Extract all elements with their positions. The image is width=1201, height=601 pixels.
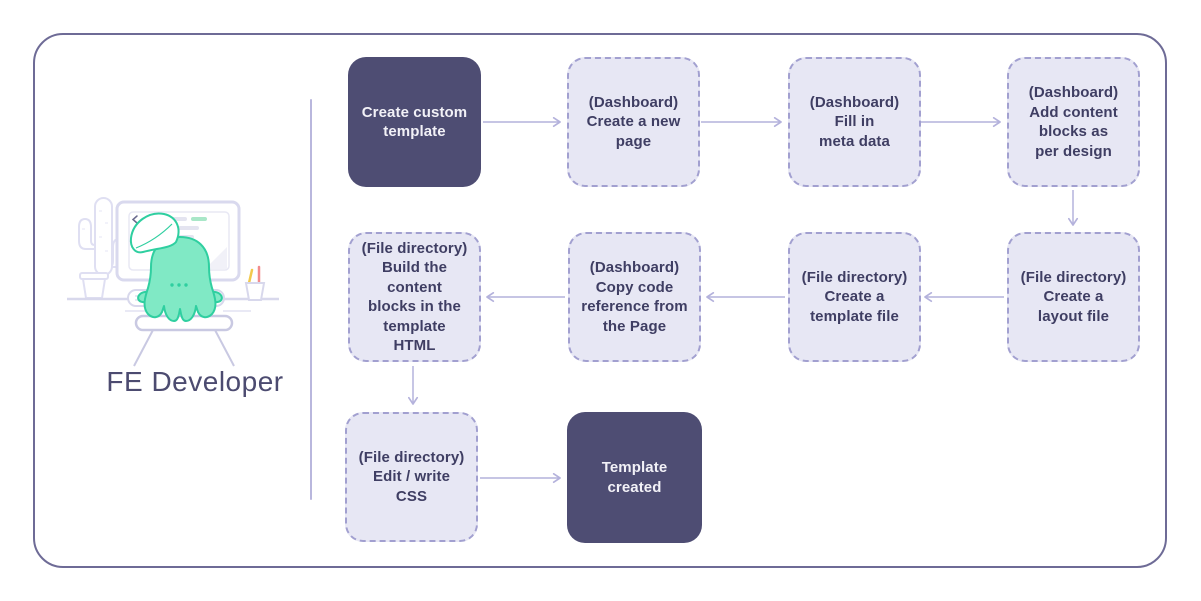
developer-illustration	[67, 197, 279, 367]
flow-node-dashboard-fill-meta-data: (Dashboard) Fill in meta data	[788, 57, 921, 187]
node-label: Template created	[601, 459, 668, 496]
flow-node-file-create-layout-file: (File directory) Create a layout file	[1007, 232, 1140, 362]
page-fold-icon	[205, 247, 227, 269]
flow-node-file-create-template-file: (File directory) Create a template file	[788, 232, 921, 362]
pen-cup-icon	[244, 265, 266, 301]
node-label: (File directory) Create a template file	[801, 268, 908, 325]
flow-node-file-edit-write-css: (File directory) Edit / write CSS	[345, 412, 478, 542]
flow-node-dashboard-add-content-blocks: (Dashboard) Add content blocks as per de…	[1007, 57, 1140, 187]
flow-node-dashboard-copy-code-reference: (Dashboard) Copy code reference from the…	[568, 232, 701, 362]
node-label: (Dashboard) Fill in meta data	[809, 93, 900, 150]
flow-node-template-created: Template created	[567, 412, 702, 543]
vertical-divider	[310, 99, 312, 500]
node-label: Create custom template	[361, 103, 468, 141]
node-label: (File directory) Build the content block…	[361, 239, 468, 355]
flow-node-file-build-content-blocks: (File directory) Build the content block…	[348, 232, 481, 362]
mascot-face-dots	[170, 283, 188, 287]
flow-node-create-custom-template: Create custom template	[348, 57, 481, 187]
node-label: (Dashboard) Create a new page	[586, 93, 681, 150]
node-label: (Dashboard) Add content blocks as per de…	[1028, 84, 1119, 160]
outer-frame	[33, 33, 1167, 568]
leaf-hair-icon	[129, 212, 180, 254]
node-label: (File directory) Create a layout file	[1020, 268, 1127, 325]
mascot-character	[129, 212, 223, 322]
node-label: (Dashboard) Copy code reference from the…	[581, 259, 688, 335]
node-label: (File directory) Edit / write CSS	[358, 448, 465, 505]
stool-icon	[133, 314, 235, 367]
flow-node-dashboard-create-new-page: (Dashboard) Create a new page	[567, 57, 700, 187]
actor-label: FE Developer	[106, 366, 284, 397]
